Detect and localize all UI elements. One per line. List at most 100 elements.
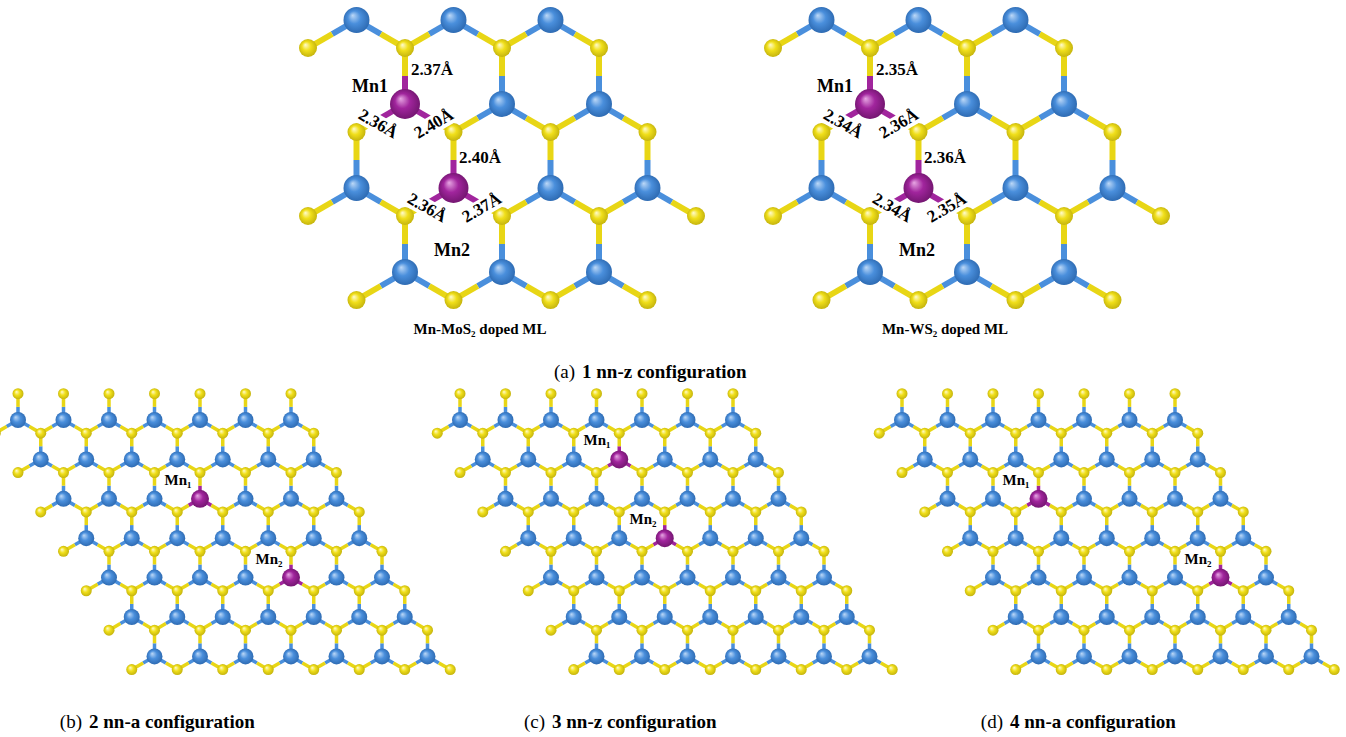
metal-atom: [374, 570, 390, 586]
metal-atom: [816, 648, 832, 664]
metal-atom: [1076, 570, 1092, 586]
manganese-atom: [191, 490, 209, 508]
sulfur-atom: [568, 428, 579, 439]
metal-atom: [589, 570, 605, 586]
sulfur-atom: [149, 546, 160, 557]
subfigure-label: (b): [60, 712, 82, 732]
metal-atom: [215, 609, 231, 625]
metal-atom: [1008, 609, 1024, 625]
metal-atom: [520, 530, 536, 546]
sulfur-atom: [1283, 664, 1294, 675]
metal-atom: [985, 412, 1001, 428]
sulfur-atom: [217, 506, 228, 517]
sulfur-atom: [1192, 506, 1203, 517]
metal-atom: [1190, 609, 1206, 625]
sulfur-atom: [240, 625, 251, 636]
metal-atom: [634, 412, 650, 428]
sulfur-atom: [331, 625, 342, 636]
sulfur-atom: [58, 388, 69, 399]
sulfur-atom: [13, 467, 24, 478]
sulfur-atom: [217, 428, 228, 439]
metal-atom: [169, 451, 185, 467]
sulfur-atom: [819, 546, 830, 557]
sulfur-atom: [1147, 664, 1158, 675]
sulfur-atom: [773, 467, 784, 478]
metal-atom: [489, 91, 515, 117]
metal-atom: [634, 491, 650, 507]
metal-atom: [498, 491, 514, 507]
atom-label: Mn2: [898, 241, 936, 260]
lattice-panel: [432, 388, 898, 675]
sulfur-atom: [659, 428, 670, 439]
sulfur-atom: [1033, 625, 1044, 636]
metal-atom: [392, 259, 418, 285]
metal-atom: [420, 648, 436, 664]
sulfur-atom: [546, 388, 557, 399]
sulfur-atom: [1056, 664, 1067, 675]
metal-atom: [634, 648, 650, 664]
sulfur-atom: [773, 546, 784, 557]
metal-atom: [374, 648, 390, 664]
sulfur-atom: [432, 428, 443, 439]
metal-atom: [566, 451, 582, 467]
sulfur-atom: [1170, 625, 1181, 636]
sulfur-atom: [377, 546, 388, 557]
metal-atom: [771, 491, 787, 507]
sulfur-atom: [58, 467, 69, 478]
sulfur-atom: [263, 664, 274, 675]
sulfur-atom: [126, 664, 137, 675]
sulfur-atom: [308, 585, 319, 596]
metal-atom: [260, 609, 276, 625]
sulfur-atom: [240, 467, 251, 478]
metal-atom: [1258, 648, 1274, 664]
metal-atom: [1122, 412, 1138, 428]
sulfur-atom: [841, 664, 852, 675]
atom-label: Mn1: [351, 77, 389, 96]
sulfur-atom: [965, 428, 976, 439]
sulfur-atom: [764, 207, 782, 225]
sulfur-atom: [217, 585, 228, 596]
metal-atom: [283, 648, 299, 664]
metal-atom: [147, 491, 163, 507]
sulfur-atom: [614, 664, 625, 675]
sulfur-atom: [1215, 546, 1226, 557]
metal-atom: [306, 530, 322, 546]
sulfur-atom: [1192, 428, 1203, 439]
sulfur-atom: [568, 664, 579, 675]
sulfur-atom: [705, 664, 716, 675]
sulfur-atom: [13, 388, 24, 399]
sulfur-atom: [1283, 585, 1294, 596]
manganese-atom: [439, 173, 469, 203]
atom-label: Mn₂: [255, 552, 284, 568]
sulfur-atom: [104, 467, 115, 478]
sulfur-atom: [639, 291, 657, 309]
metal-atom: [543, 570, 559, 586]
sulfur-atom: [195, 388, 206, 399]
metal-atom: [147, 648, 163, 664]
metal-atom: [344, 175, 370, 201]
sulfur-atom: [1215, 625, 1226, 636]
metal-atom: [725, 491, 741, 507]
sulfur-atom: [705, 585, 716, 596]
metal-atom: [589, 491, 605, 507]
sulfur-atom: [286, 467, 297, 478]
sulfur-atom: [195, 625, 206, 636]
sulfur-atom: [1056, 428, 1067, 439]
metal-atom: [816, 570, 832, 586]
sulfur-atom: [919, 428, 930, 439]
metal-atom: [1258, 570, 1274, 586]
sulfur-atom: [637, 388, 648, 399]
metal-atom: [147, 570, 163, 586]
metal-atom: [906, 7, 932, 33]
sulfur-atom: [399, 664, 410, 675]
bond-length: 2.36Å: [354, 105, 401, 142]
sulfur-atom: [728, 467, 739, 478]
atom-label: Mn₁: [164, 473, 193, 489]
sulfur-atom: [81, 506, 92, 517]
metal-atom: [1190, 530, 1206, 546]
metal-atom: [329, 491, 345, 507]
sulfur-atom: [1124, 388, 1135, 399]
metal-atom: [680, 491, 696, 507]
sulfur-atom: [728, 546, 739, 557]
sulfur-atom: [874, 428, 885, 439]
